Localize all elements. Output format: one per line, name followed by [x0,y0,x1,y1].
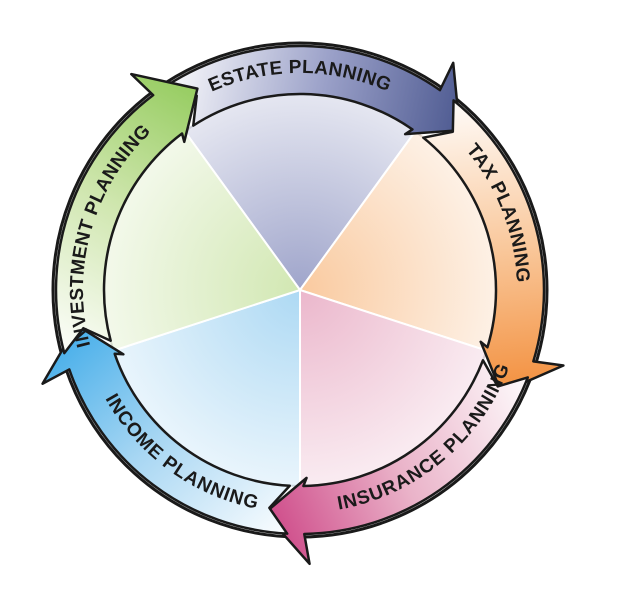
arrow-band [41,44,565,566]
arrow-tax [422,99,565,394]
arrow-insurance [263,358,530,566]
arrow-estate [165,44,462,136]
arrow-income [41,324,291,535]
arrow-investment [54,72,199,355]
